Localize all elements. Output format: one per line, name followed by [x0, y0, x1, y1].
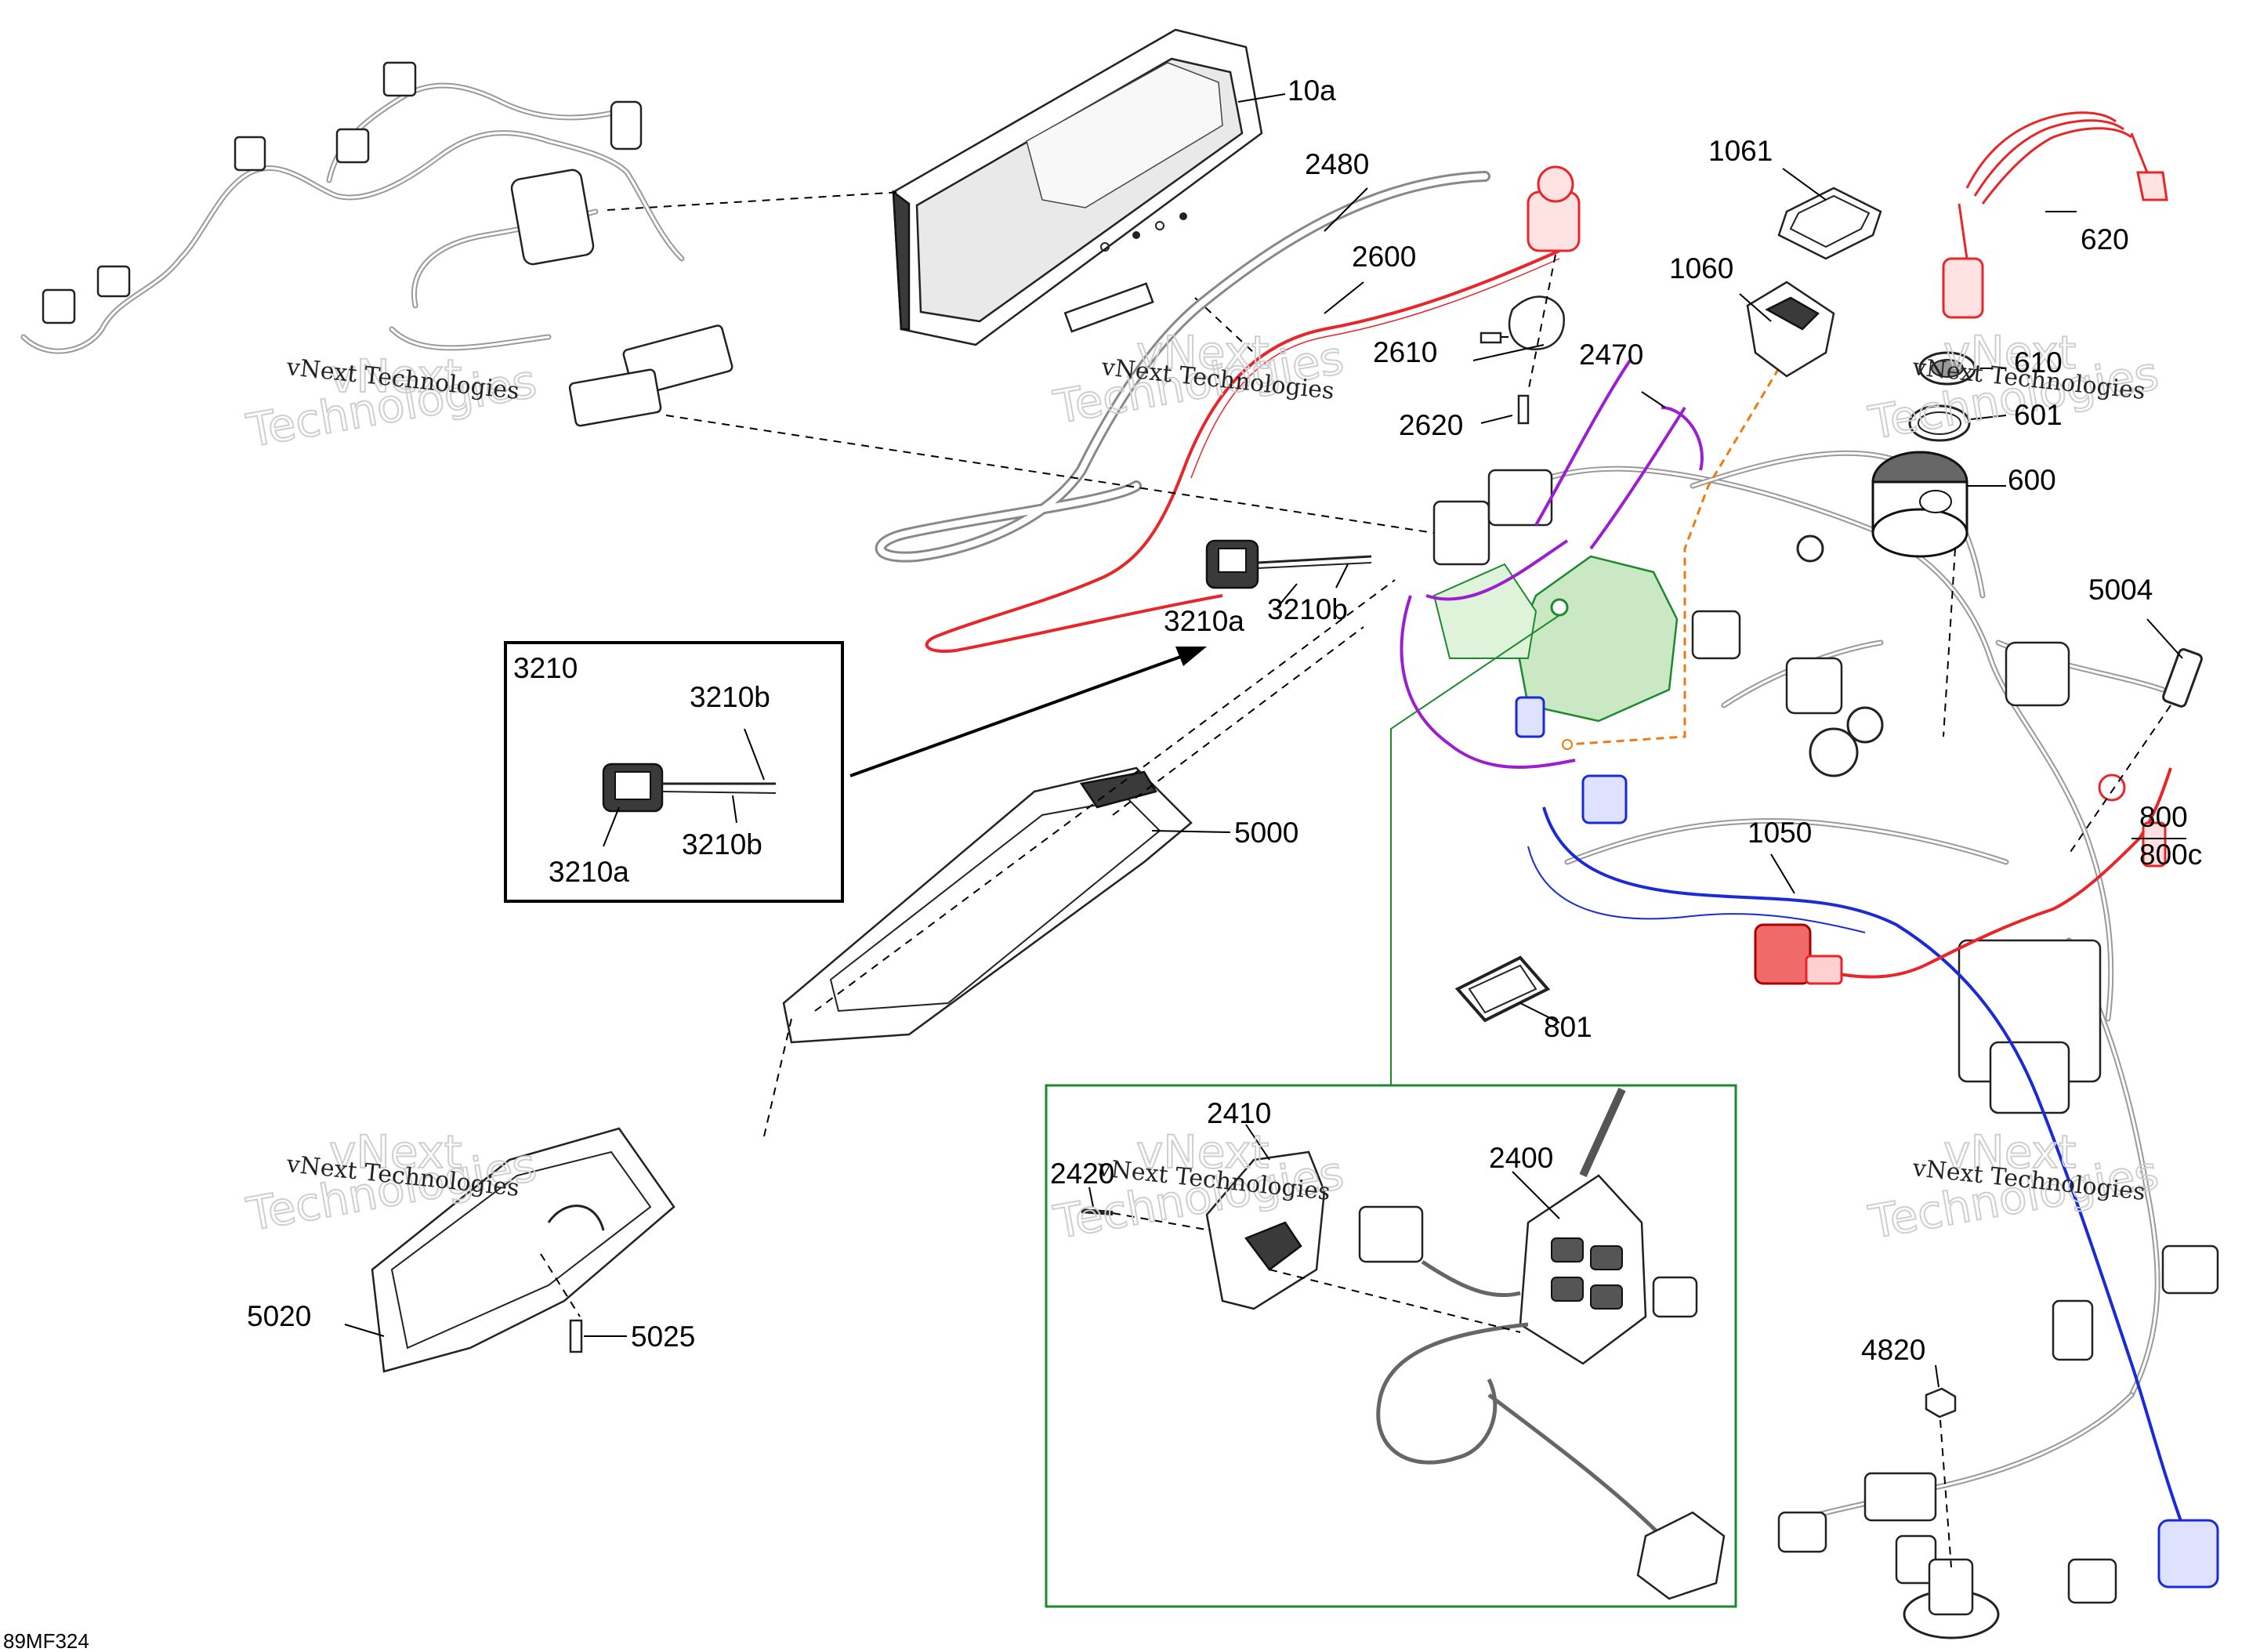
watermark-outline-top: vNext	[1943, 326, 2076, 379]
inset-2400	[1045, 1084, 1737, 1608]
blue-cable-1050	[1515, 696, 2219, 1589]
callout-2400: 2400	[1489, 1142, 1553, 1174]
callout-800: 800	[2139, 801, 2188, 833]
inset-3210	[504, 641, 844, 903]
inset-3210-title: 3210	[513, 652, 578, 684]
callout-800c: 800c	[2139, 839, 2202, 871]
inset-3210a: 3210a	[549, 856, 629, 888]
callout-5004: 5004	[2088, 574, 2153, 606]
figure-code: 89MF324	[3, 1629, 89, 1652]
callout-2470: 2470	[1579, 339, 1643, 371]
watermark-outline-top: vNext	[1943, 1125, 2076, 1179]
red-lanyard-620	[1942, 111, 2168, 319]
callout-3210a: 3210a	[1164, 605, 1244, 637]
purple-cable-2470	[1400, 359, 1704, 769]
switch-600	[1871, 451, 1968, 558]
callout-801: 801	[1544, 1011, 1592, 1043]
gasket-801	[1454, 955, 1560, 1023]
watermark-outline-top: vNext	[1136, 1125, 1269, 1179]
leader-lines	[1088, 93, 2186, 1219]
callout-2420: 2420	[1050, 1157, 1114, 1190]
callout-5020: 5020	[247, 1300, 311, 1332]
callout-620: 620	[2081, 223, 2129, 255]
red-cable-800	[1754, 767, 2172, 985]
callout-1050: 1050	[1748, 817, 1812, 849]
watermark-outline-top: vNext	[329, 1125, 462, 1179]
callout-601: 601	[2014, 399, 2063, 431]
clip-2610	[1480, 254, 1566, 425]
callout-5025: 5025	[631, 1321, 695, 1353]
callout-2600: 2600	[1352, 241, 1416, 273]
callout-2610: 2610	[1373, 336, 1437, 368]
button-cap-1061	[1777, 187, 1882, 260]
callout-1061: 1061	[1708, 135, 1773, 167]
callout-10a: 10a	[1288, 74, 1336, 107]
left-wiring-harness	[20, 61, 733, 427]
callout-3210b: 3210b	[1267, 593, 1348, 625]
ring-601	[1908, 404, 1971, 442]
green-highlight-group	[1046, 555, 1679, 1086]
callout-1060: 1060	[1669, 252, 1733, 284]
red-cable-2600	[925, 165, 1581, 653]
callout-4820: 4820	[1861, 1334, 1925, 1366]
main-wiring-harness	[1432, 450, 2219, 1639]
pin-5004	[2068, 618, 2203, 855]
callout-600: 600	[2008, 464, 2056, 496]
callout-2480: 2480	[1305, 148, 1369, 180]
inset-3210b-top: 3210b	[690, 681, 770, 713]
watermark-outline-top: vNext	[1136, 326, 1269, 379]
callout-2620: 2620	[1399, 409, 1463, 441]
callout-labels: 10a 2480 2600 2610 2620 2470 1061 1060 6…	[3, 74, 2202, 1652]
bracket-5020	[344, 1127, 675, 1373]
callout-5000: 5000	[1234, 817, 1298, 849]
hose-2480	[875, 171, 1490, 563]
callout-2410: 2410	[1207, 1097, 1271, 1129]
callout-610: 610	[2014, 346, 2063, 379]
nut-4820	[1925, 1364, 1957, 1568]
instrument-cluster	[607, 28, 1263, 353]
inset-3210b-bottom: 3210b	[682, 828, 762, 860]
key-ring-610	[1918, 351, 1976, 386]
switch-1060	[1746, 281, 1835, 378]
orange-guide-1060	[1562, 368, 1780, 750]
connector-3210	[1205, 539, 1372, 589]
module-5000	[763, 626, 1364, 1137]
watermark-outline-top: vNext	[329, 350, 462, 403]
